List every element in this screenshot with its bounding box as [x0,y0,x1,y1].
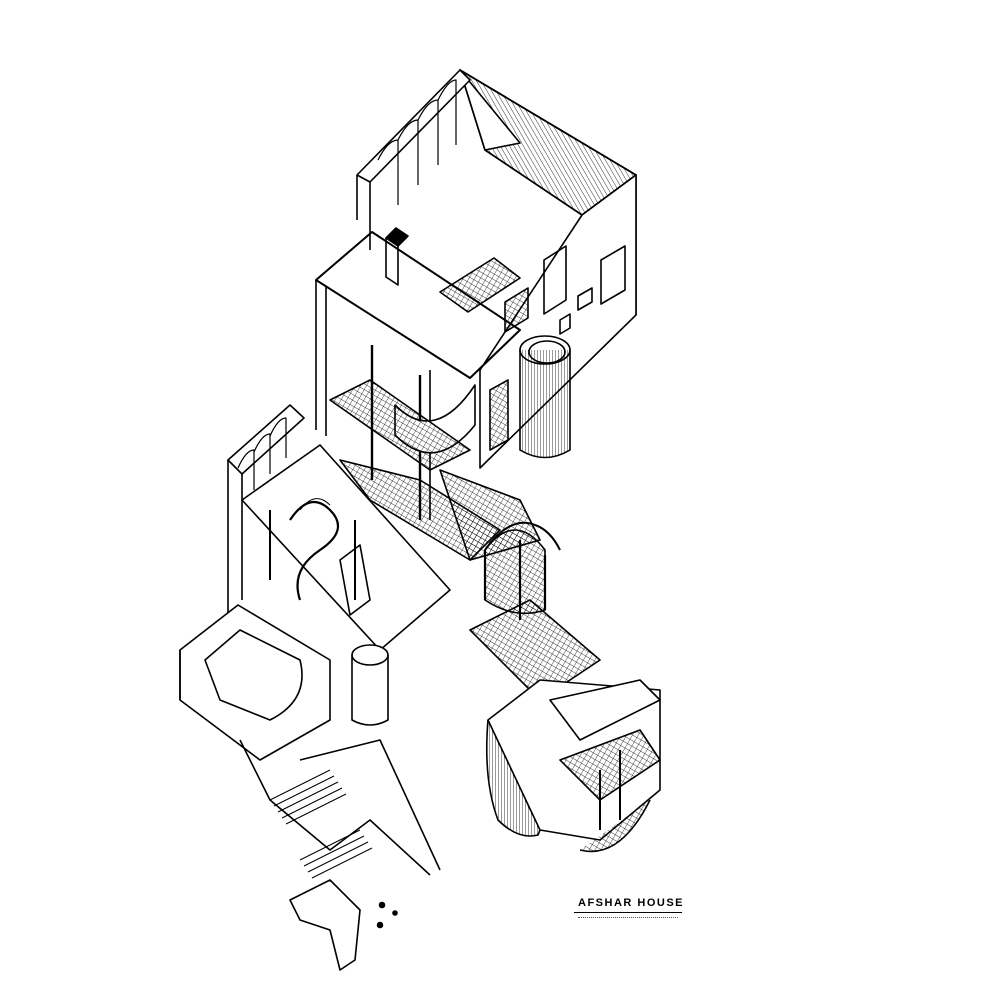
upper-block [315,69,637,520]
left-block [227,404,451,726]
drawing-title: AFSHAR HOUSE [578,897,685,909]
title-underline [574,912,682,913]
right-wing [469,521,661,853]
title-dotted-rule [578,917,678,918]
lower-left-rooms [179,604,441,971]
